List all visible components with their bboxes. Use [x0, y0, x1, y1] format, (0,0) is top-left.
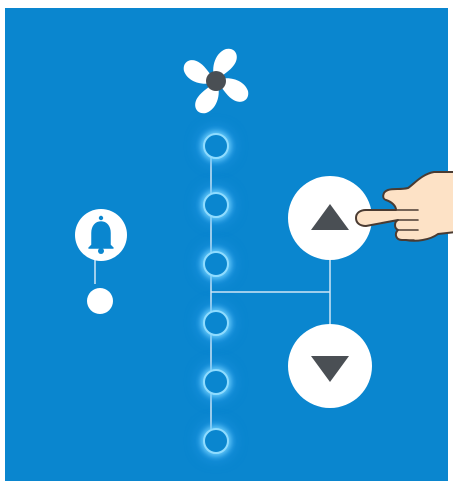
alarm-indicator-dot [87, 288, 113, 314]
speed-led-2 [203, 192, 229, 218]
speed-led-4 [203, 310, 229, 336]
speed-led-3 [203, 251, 229, 277]
speed-down-button[interactable] [288, 324, 372, 408]
triangle-down-icon [288, 324, 372, 408]
fan-icon [179, 44, 253, 118]
hand-pointer-icon [352, 168, 453, 250]
speed-led-1 [203, 133, 229, 159]
speed-led-6 [203, 428, 229, 454]
bell-icon [74, 208, 128, 262]
speed-led-5 [203, 369, 229, 395]
